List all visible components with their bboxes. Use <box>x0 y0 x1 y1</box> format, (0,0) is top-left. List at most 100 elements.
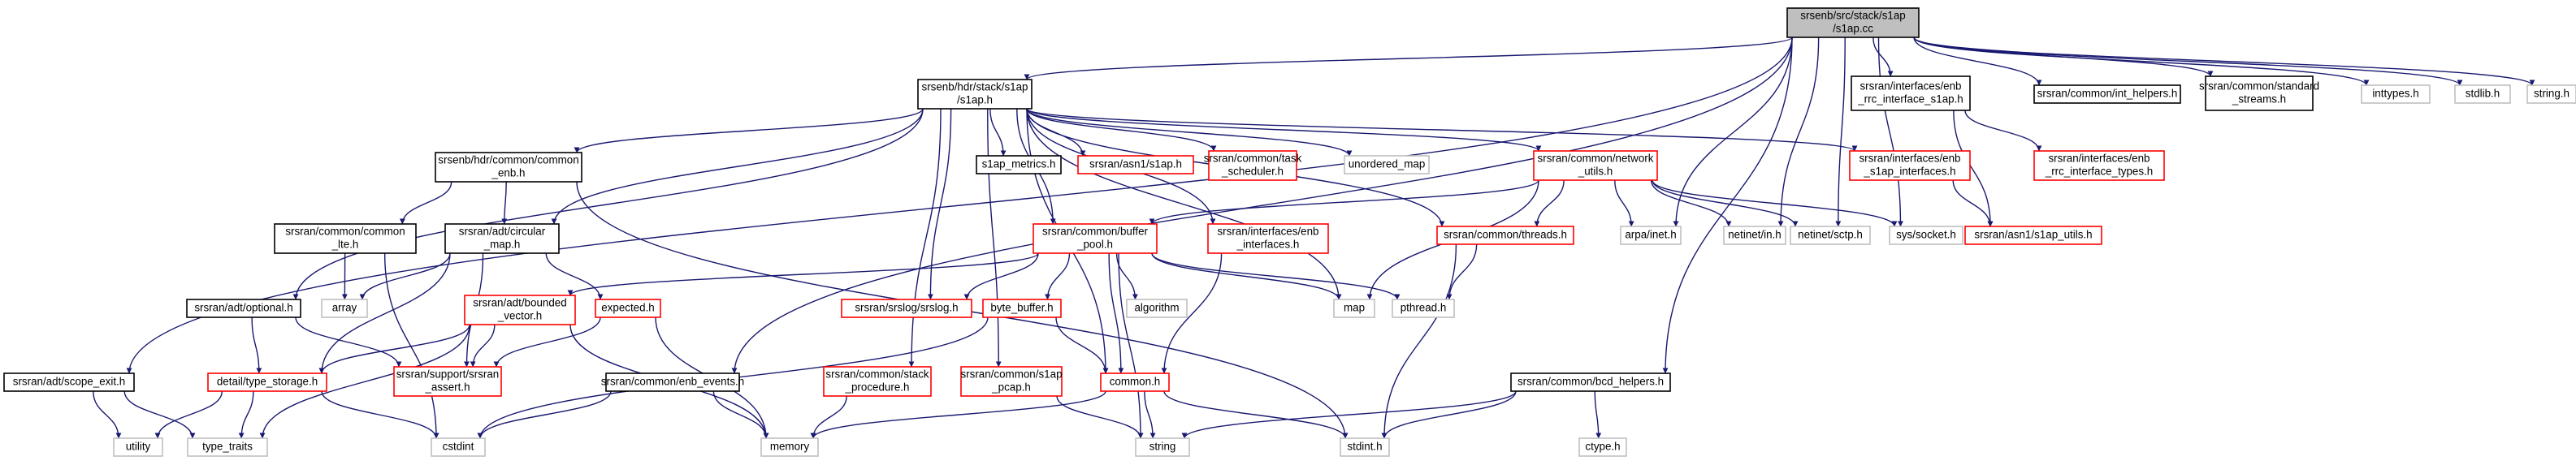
node-enb-events[interactable]: srsran/common/enb_events.h <box>601 372 744 392</box>
edge-circ_map-to-expected <box>545 252 604 300</box>
node-bcd-helpers[interactable]: srsran/common/bcd_helpers.h <box>1510 372 1671 392</box>
node-pthread[interactable]: pthread.h <box>1392 299 1455 318</box>
node-label: _scheduler.h <box>1221 166 1284 178</box>
node-label: srsenb/hdr/stack/s1ap <box>922 81 1028 93</box>
node-type-traits[interactable]: type_traits <box>187 437 268 457</box>
edge-s1ap_h-to-net_utils <box>1026 108 1542 152</box>
edge-circ_map-to-array <box>359 252 451 300</box>
edge-common_enb-to-circ_map <box>501 181 508 225</box>
node-asn1-s1ap-utils[interactable]: srsran/asn1/s1ap_utils.h <box>1964 226 2102 245</box>
node-netinet-in[interactable]: netinet/in.h <box>1723 226 1786 245</box>
edge-bcd_helpers-to-stdint <box>1381 390 1517 439</box>
edge-s1ap_h-to-s1ap_metrics <box>989 108 1007 157</box>
node-label: srsran/interfaces/enb <box>1217 226 1318 238</box>
node-net-utils[interactable]: srsran/common/network_utils.h <box>1533 150 1658 181</box>
node-asn1-s1ap[interactable]: srsran/asn1/s1ap.h <box>1077 155 1194 174</box>
node-label: /s1ap.cc <box>1833 23 1873 35</box>
edge-optional-to-type_storage <box>251 316 262 374</box>
node-int-helpers[interactable]: srsran/common/int_helpers.h <box>2033 84 2181 104</box>
node-enb-interfaces[interactable]: srsran/interfaces/enb_interfaces.h <box>1207 223 1329 254</box>
node-box <box>1340 437 1390 457</box>
edge-s1ap_h-to-optional <box>292 108 924 300</box>
node-srsran-assert[interactable]: srsran/support/srsran_assert.h <box>393 366 502 397</box>
node-srslog[interactable]: srsran/srslog/srslog.h <box>841 299 972 318</box>
edge-threads-to-pthread <box>1446 243 1478 300</box>
node-optional[interactable]: srsran/adt/optional.h <box>186 299 301 318</box>
node-byte-buffer[interactable]: byte_buffer.h <box>982 299 1062 318</box>
node-cstdint[interactable]: cstdint <box>431 437 486 457</box>
edge-s1ap_pcap-to-string <box>1056 395 1144 439</box>
edge-enb_s1ap_if-to-asn1_s1ap_utils <box>1952 179 1994 227</box>
node-label: _lte.h <box>331 239 359 251</box>
node-box <box>186 299 301 318</box>
node-label: netinet/sctp.h <box>1798 229 1863 241</box>
node-common-enb[interactable]: srsenb/hdr/common/common_enb.h <box>435 152 582 183</box>
node-box <box>1533 150 1658 181</box>
node-rrc-types[interactable]: srsran/interfaces/enb_rrc_interface_type… <box>2033 150 2165 181</box>
nodes: srsenb/src/stack/s1ap/s1ap.cc srsenb/hdr/… <box>3 7 2576 457</box>
node-s1ap-h[interactable]: srsenb/hdr/stack/s1ap/s1ap.h <box>917 79 1033 110</box>
node-label: /s1ap.h <box>957 94 993 106</box>
edge-optional-to-srsran_assert <box>295 316 402 368</box>
node-string-h[interactable]: string.h <box>2526 84 2576 104</box>
node-stack-proc[interactable]: srsran/common/stack_procedure.h <box>823 366 932 397</box>
node-buffer-pool[interactable]: srsran/common/buffer_pool.h <box>1033 223 1158 254</box>
edge-buffer_pool-to-algorithm <box>1115 252 1138 300</box>
node-arpa-inet[interactable]: arpa/inet.h <box>1620 226 1682 245</box>
node-label: srsran/common/buffer <box>1042 226 1149 238</box>
node-box <box>464 295 576 325</box>
node-box <box>2033 84 2181 104</box>
node-sys-socket[interactable]: sys/socket.h <box>1889 226 1963 245</box>
node-stdlib[interactable]: stdlib.h <box>2454 84 2511 104</box>
node-s1ap-pcap[interactable]: srsran/common/s1ap_pcap.h <box>960 366 1063 397</box>
node-box <box>1392 299 1455 318</box>
node-enb-s1ap-if[interactable]: srsran/interfaces/enb_s1ap_interfaces.h <box>1849 150 1971 181</box>
node-box <box>2361 84 2431 104</box>
node-memory[interactable]: memory <box>760 437 819 457</box>
node-threads[interactable]: srsran/common/threads.h <box>1436 226 1574 245</box>
node-box <box>960 366 1063 397</box>
edge-buffer_pool-to-srslog <box>963 252 1039 300</box>
node-unordered-map[interactable]: unordered_map <box>1344 155 1430 174</box>
node-algorithm[interactable]: algorithm <box>1126 299 1188 318</box>
node-box <box>1436 226 1574 245</box>
node-bounded-vector[interactable]: srsran/adt/bounded_vector.h <box>464 295 576 325</box>
edge-common_lte-to-cstdint <box>383 252 439 439</box>
node-std-streams[interactable]: srsran/common/standard_streams.h <box>2199 75 2319 111</box>
node-label: detail/type_storage.h <box>217 376 318 388</box>
node-box <box>1207 223 1329 254</box>
node-map[interactable]: map <box>1333 299 1375 318</box>
edge-buffer_pool-to-string <box>1118 252 1144 439</box>
node-box <box>1851 75 1971 111</box>
node-array[interactable]: array <box>321 299 368 318</box>
node-ctype[interactable]: ctype.h <box>1578 437 1627 457</box>
node-label: _pcap.h <box>991 381 1031 394</box>
node-scope-exit[interactable]: srsran/adt/scope_exit.h <box>3 372 135 392</box>
node-s1ap-metrics[interactable]: s1ap_metrics.h <box>976 155 1062 174</box>
node-stdint[interactable]: stdint.h <box>1340 437 1390 457</box>
node-task-sched[interactable]: srsran/common/task_scheduler.h <box>1204 150 1302 181</box>
node-label: common.h <box>1110 376 1161 388</box>
node-box <box>1126 299 1188 318</box>
node-utility[interactable]: utility <box>113 437 163 457</box>
node-circ-map[interactable]: srsran/adt/circular_map.h <box>444 223 560 254</box>
node-label: srsran/interfaces/enb <box>1859 80 1961 93</box>
node-root[interactable]: srsenb/src/stack/s1ap/s1ap.cc <box>1786 7 1920 38</box>
edge-root-to-netinet_sctp <box>1835 37 1846 227</box>
node-common-lte[interactable]: srsran/common/common_lte.h <box>274 223 417 254</box>
edge-net_utils-to-threads <box>1534 179 1565 227</box>
node-inttypes[interactable]: inttypes.h <box>2361 84 2431 104</box>
node-netinet-sctp[interactable]: netinet/sctp.h <box>1790 226 1871 245</box>
node-expected[interactable]: expected.h <box>595 299 661 318</box>
node-string[interactable]: string <box>1135 437 1190 457</box>
node-label: pthread.h <box>1401 302 1447 314</box>
node-box <box>3 372 135 392</box>
edges <box>93 37 2535 439</box>
node-type-storage[interactable]: detail/type_storage.h <box>207 372 327 392</box>
node-label: srsran/support/srsran <box>396 368 500 381</box>
node-box <box>823 366 932 397</box>
node-common-h[interactable]: common.h <box>1100 372 1170 392</box>
node-enb-rrc-if[interactable]: srsran/interfaces/enb_rrc_interface_s1ap… <box>1851 75 1971 111</box>
edge-byte_buffer-to-common_h <box>1055 316 1109 374</box>
